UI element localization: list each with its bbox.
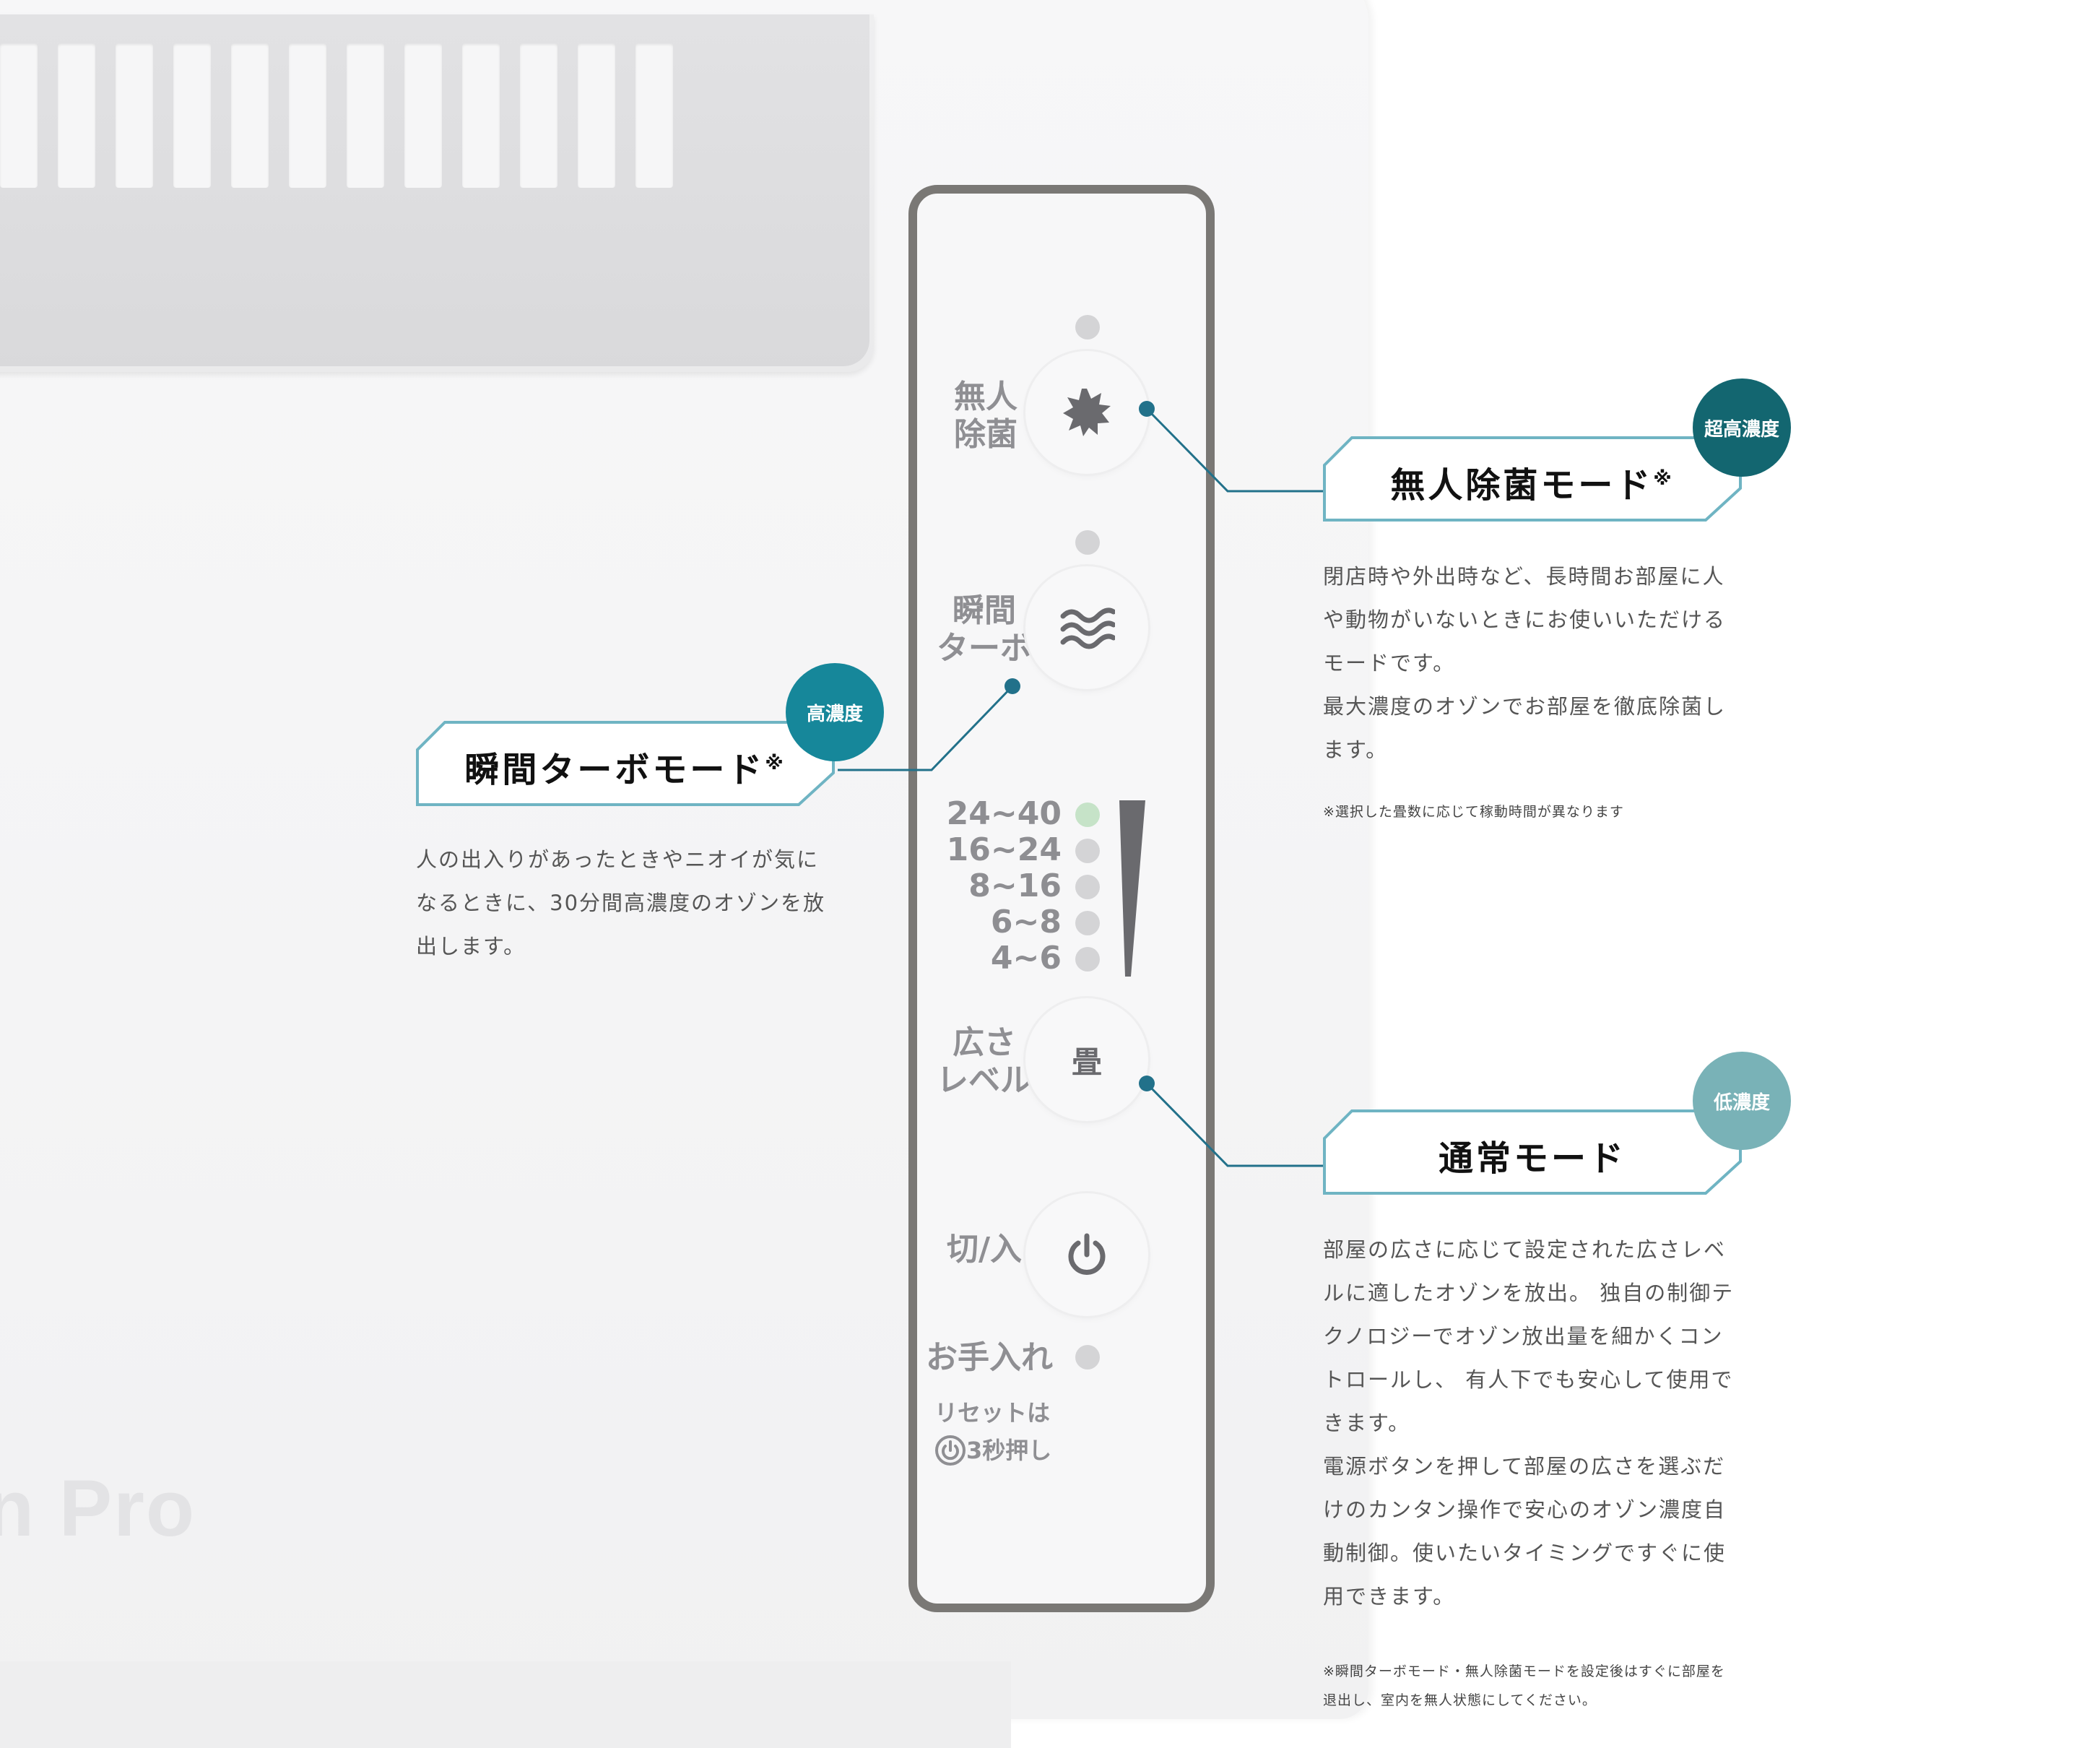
level-label: 4~6: [990, 940, 1062, 977]
brand-logo-text: n Pro: [0, 1464, 196, 1553]
unmanned-mode-callout: 無人除菌モード※: [1323, 436, 1742, 523]
level-label: 6~8: [990, 904, 1062, 940]
vent-slot: [347, 43, 384, 188]
unmanned-mode-description: 閉店時や外出時など、長時間お部屋に人 や動物がいないときにお使いいただける モー…: [1323, 555, 1771, 771]
turbo-button[interactable]: [1025, 566, 1148, 689]
reset-instruction-line2: 3秒押し: [966, 1437, 1052, 1464]
size-level-label-line1: 広さ: [953, 1024, 1016, 1061]
power-icon: [1068, 1233, 1106, 1275]
description-line: ルに適したオゾンを放出。 独自の制御テ: [1323, 1281, 1735, 1305]
unmanned-label: 無人 除菌: [939, 378, 1033, 454]
safety-note-line1: ※瞬間ターボモード・無人除菌モードを設定後はすぐに部屋を: [1323, 1663, 1725, 1679]
safety-note-line2: 退出し、室内を無人状態にしてください。: [1323, 1692, 1597, 1708]
turbo-concentration-badge: 高濃度: [786, 663, 884, 761]
turbo-indicator-led: [1075, 530, 1100, 555]
turbo-mode-description: 人の出入りがあったときやニオイが気に なるときに、30分間高濃度のオゾンを放 出…: [416, 838, 864, 968]
level-label: 8~16: [968, 867, 1062, 904]
level-led: [1075, 911, 1100, 935]
level-wedge-icon: [1119, 800, 1145, 977]
turbo-mode-title: 瞬間ターボモード※: [416, 741, 835, 792]
level-led: [1075, 947, 1100, 972]
description-line: 電源ボタンを押して部屋の広さを選ぶだ: [1323, 1454, 1726, 1479]
vent-slot: [0, 43, 38, 188]
description-line: 出します。: [416, 934, 526, 959]
description-line: 最大濃度のオゾンでお部屋を徹底除菌し: [1323, 694, 1727, 719]
power-button[interactable]: [1025, 1193, 1148, 1316]
unmanned-anchor-dot: [1139, 401, 1155, 417]
turbo-label-line1: 瞬間: [953, 592, 1016, 629]
vent-slot: [173, 43, 211, 188]
vent-slot: [520, 43, 557, 188]
description-line: きます。: [1323, 1411, 1411, 1435]
tatami-icon: 畳: [1071, 1044, 1102, 1080]
turbo-label: 瞬間 ターボ: [930, 592, 1038, 667]
description-line: や動物がいないときにお使いいただける: [1323, 607, 1727, 632]
description-line: 閉店時や外出時など、長時間お部屋に人: [1323, 564, 1725, 589]
level-label: 16~24: [946, 831, 1062, 868]
unmanned-mode-title-text: 無人除菌モード: [1390, 465, 1654, 506]
sun-burst-icon: [1063, 389, 1111, 436]
description-line: 動制御。使いたいタイミングですぐに使: [1323, 1541, 1727, 1565]
size-level-button[interactable]: 畳: [1025, 998, 1148, 1121]
description-line: クノロジーでオゾン放出量を細かくコン: [1323, 1324, 1724, 1349]
vent-slot: [578, 43, 615, 188]
level-label: 24~40: [946, 795, 1062, 832]
description-line: ます。: [1323, 737, 1389, 762]
description-line: 部屋の広さに応じて設定された広さレベ: [1323, 1237, 1727, 1262]
turbo-mode-callout: 瞬間ターボモード※: [416, 721, 835, 808]
description-line: けのカンタン操作で安心のオゾン濃度自: [1323, 1497, 1727, 1522]
normal-mode-description: 部屋の広さに応じて設定された広さレベ ルに適したオゾンを放出。 独自の制御テ ク…: [1323, 1228, 1785, 1618]
wave-icon: [1060, 607, 1115, 649]
description-line: トロールし、 有人下でも安心して使用で: [1323, 1367, 1734, 1392]
description-line: なるときに、30分間高濃度のオゾンを放: [416, 891, 826, 915]
safety-note: ※瞬間ターボモード・無人除菌モードを設定後はすぐに部屋を 退出し、室内を無人状態…: [1323, 1657, 1785, 1715]
vent-slot: [635, 43, 673, 188]
unmanned-mode-note-mark: ※: [1653, 468, 1675, 490]
power-small-icon: [935, 1435, 966, 1466]
normal-mode-callout: 通常モード: [1323, 1109, 1742, 1196]
vent-slot: [116, 43, 153, 188]
vent-slot: [58, 43, 95, 188]
unmanned-mode-title: 無人除菌モード※: [1323, 457, 1742, 507]
maintenance-indicator-led: [1075, 1345, 1100, 1370]
turbo-mode-note-mark: ※: [765, 753, 786, 774]
size-level-label-line2: レベル: [937, 1062, 1032, 1099]
unmanned-mode-note: ※選択した畳数に応じて稼動時間が異なります: [1323, 804, 1624, 820]
level-led-active: [1075, 802, 1100, 827]
description-line: 人の出入りがあったときやニオイが気に: [416, 847, 820, 872]
maintenance-label: お手入れ: [926, 1339, 1053, 1376]
reset-instruction-line1: リセットは: [934, 1399, 1051, 1427]
control-panel: 無人 除菌 瞬間 ターボ 24~40 16~24 8~16 6~8 4~6 広さ: [908, 185, 1215, 1612]
unmanned-label-line2: 除菌: [954, 416, 1018, 453]
unmanned-concentration-badge: 超高濃度: [1693, 378, 1791, 477]
unmanned-sterilize-button[interactable]: [1025, 351, 1148, 474]
unmanned-label-line1: 無人: [954, 378, 1018, 415]
level-led: [1075, 839, 1100, 863]
vent-slot: [462, 43, 500, 188]
vent-slot: [404, 43, 442, 188]
turbo-anchor-dot: [1005, 678, 1020, 694]
unmanned-indicator-led: [1075, 315, 1100, 339]
turbo-label-line2: ターボ: [937, 630, 1032, 667]
turbo-mode-title-text: 瞬間ターボモード: [464, 750, 765, 790]
normal-mode-title: 通常モード: [1438, 1138, 1626, 1179]
power-label: 切/入: [946, 1231, 1023, 1268]
normal-anchor-dot: [1139, 1076, 1155, 1091]
description-line: モードです。: [1323, 651, 1456, 675]
size-level-label: 広さ レベル: [930, 1024, 1038, 1099]
vent-panel: [0, 14, 874, 372]
reset-instruction: リセットは 3秒押し: [934, 1394, 1051, 1469]
vent-slot: [289, 43, 326, 188]
level-scale: 24~40 16~24 8~16 6~8 4~6: [917, 796, 1062, 984]
description-line: 用できます。: [1323, 1584, 1456, 1609]
vent-slot: [231, 43, 269, 188]
level-led: [1075, 875, 1100, 899]
normal-concentration-badge: 低濃度: [1693, 1052, 1791, 1150]
